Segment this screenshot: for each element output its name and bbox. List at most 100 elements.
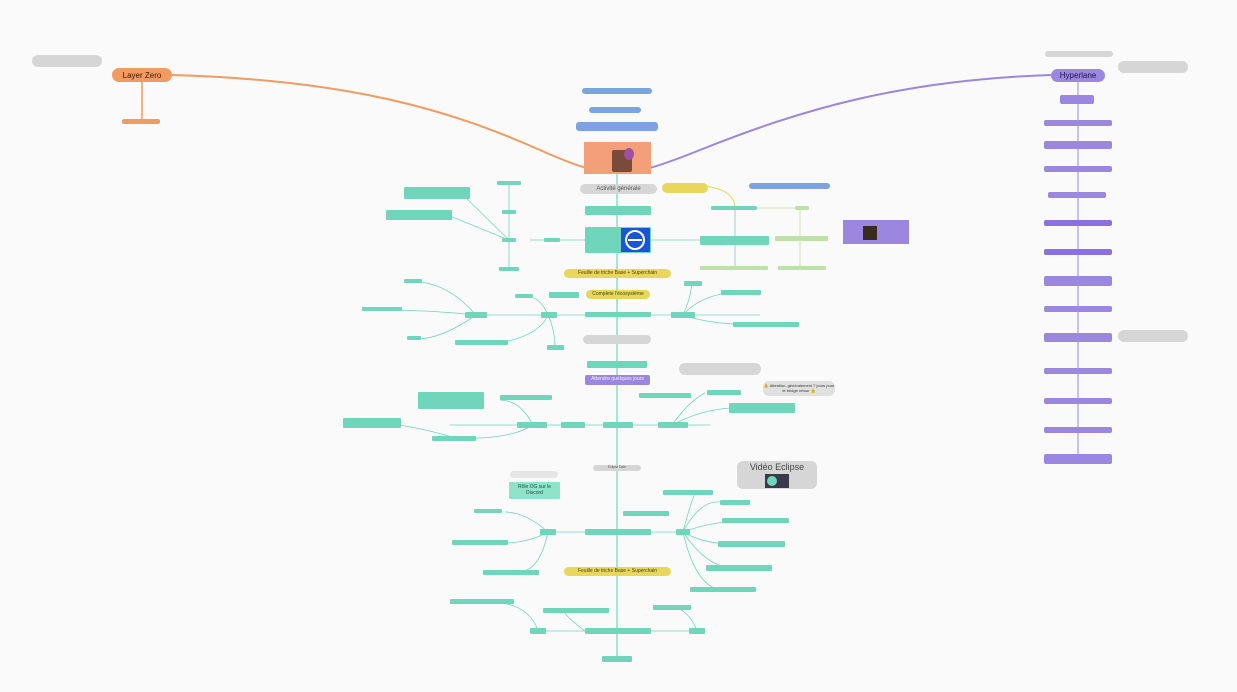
top-blue-2[interactable] bbox=[589, 107, 641, 113]
wait-left-node-1[interactable] bbox=[561, 422, 585, 428]
eclipse-right-a[interactable] bbox=[623, 511, 669, 516]
wait-right-top[interactable] bbox=[639, 393, 691, 398]
eclipse-right-5[interactable] bbox=[690, 587, 756, 592]
eco-mid-3[interactable] bbox=[455, 340, 508, 345]
hyperlane-root[interactable]: Hyperlane bbox=[1051, 69, 1105, 82]
eclipse-left-1[interactable] bbox=[474, 509, 502, 513]
eclipse-logo bbox=[621, 228, 650, 252]
hyperlane-item-5[interactable] bbox=[1048, 192, 1106, 198]
hyperlane-item-6[interactable] bbox=[1044, 220, 1112, 226]
video-thumbnail bbox=[765, 474, 789, 488]
pre-wait-node[interactable] bbox=[587, 361, 647, 368]
hyperlane-item-2[interactable] bbox=[1044, 120, 1112, 126]
wait-right-node[interactable] bbox=[658, 422, 688, 428]
layer-zero-child[interactable] bbox=[122, 119, 160, 124]
eco-mid-2[interactable] bbox=[549, 292, 579, 298]
bottom-end-node[interactable] bbox=[602, 656, 632, 662]
top-image-card bbox=[584, 142, 651, 174]
activity-right-green-1[interactable] bbox=[795, 206, 809, 210]
video-title: Vidéo Eclipse bbox=[749, 462, 805, 472]
eco-right-2[interactable] bbox=[721, 290, 761, 295]
layer-zero-root[interactable]: Layer Zero bbox=[112, 68, 172, 82]
hyperlane-item-1[interactable] bbox=[1060, 95, 1094, 104]
activity-left-hub[interactable] bbox=[502, 238, 516, 242]
wait-left-node-2[interactable] bbox=[517, 422, 547, 428]
activity-left-note-2[interactable] bbox=[386, 210, 452, 220]
activity-right-green-3[interactable] bbox=[700, 266, 768, 270]
eco-center-node[interactable] bbox=[585, 312, 651, 317]
eclipse-right-top[interactable] bbox=[663, 490, 713, 495]
activity-left-connector[interactable] bbox=[544, 238, 560, 242]
complete-eco-node[interactable]: Complete l'écosystème bbox=[586, 290, 650, 299]
activity-right-yellow[interactable] bbox=[662, 183, 708, 193]
eco-mid-1[interactable] bbox=[515, 294, 533, 298]
bottom-left-1[interactable] bbox=[450, 599, 514, 604]
eco-left-3[interactable] bbox=[407, 336, 421, 340]
logo-icon bbox=[767, 476, 777, 486]
eco-right-3[interactable] bbox=[733, 322, 799, 327]
top-blue-3[interactable] bbox=[576, 122, 658, 131]
activity-right-green-4[interactable] bbox=[778, 266, 826, 270]
og-note bbox=[510, 471, 558, 478]
hyperlane-item-12[interactable] bbox=[1044, 398, 1112, 404]
bottom-left-hub[interactable] bbox=[530, 628, 546, 634]
activity-right-node-1[interactable] bbox=[711, 206, 757, 210]
wait-center-node[interactable] bbox=[603, 422, 633, 428]
eclipse-center-node[interactable] bbox=[585, 529, 651, 535]
og-role-node[interactable]: Rôle OG sur le Discord bbox=[509, 482, 560, 499]
eclipse-right-hub[interactable] bbox=[676, 529, 690, 535]
wait-left-bottom[interactable] bbox=[432, 436, 476, 441]
sheet-base-node[interactable]: Feuille de triche Base + Superchain bbox=[564, 269, 671, 278]
portrait-thumbnail bbox=[863, 226, 877, 240]
activity-child-1[interactable] bbox=[585, 206, 651, 215]
hyperlane-item-10[interactable] bbox=[1044, 333, 1112, 342]
eclipse-right-3[interactable] bbox=[718, 541, 785, 547]
eco-mid-4[interactable] bbox=[547, 345, 564, 350]
eclipse-right-2[interactable] bbox=[722, 518, 789, 523]
bottom-left-2[interactable] bbox=[543, 608, 609, 613]
hyperlane-item-14[interactable] bbox=[1044, 454, 1112, 464]
hyperlane-item-13[interactable] bbox=[1044, 427, 1112, 433]
bottom-center-node[interactable] bbox=[585, 628, 651, 634]
hyperlane-item-9[interactable] bbox=[1044, 306, 1112, 312]
activity-right-node-2[interactable] bbox=[700, 236, 769, 245]
hyperlane-note bbox=[1118, 61, 1188, 73]
activity-right-green-2[interactable] bbox=[775, 236, 828, 241]
warning-note: ⚠️ Attention, généralement 7 jours pour … bbox=[763, 381, 835, 396]
activity-left-note-1[interactable] bbox=[404, 187, 470, 199]
hyperlane-item-4[interactable] bbox=[1044, 166, 1112, 172]
hyperlane-item-11[interactable] bbox=[1044, 368, 1112, 374]
activity-left-mid[interactable] bbox=[502, 210, 516, 214]
eclipse-left-3[interactable] bbox=[483, 570, 539, 575]
hyperlane-side-note bbox=[1118, 330, 1188, 342]
eco-left-hub[interactable] bbox=[465, 312, 487, 318]
hyperlane-item-8[interactable] bbox=[1044, 276, 1112, 286]
eco-right-1[interactable] bbox=[684, 281, 702, 286]
hyperlane-item-7[interactable] bbox=[1044, 249, 1112, 255]
wait-left-top[interactable] bbox=[500, 395, 552, 400]
bottom-right-1[interactable] bbox=[653, 605, 691, 610]
top-blue-1[interactable] bbox=[582, 88, 652, 94]
activity-left-bottom[interactable] bbox=[499, 267, 519, 271]
eclipse-right-4[interactable] bbox=[706, 565, 772, 571]
activity-right-blue[interactable] bbox=[749, 183, 830, 189]
eco-right-hub[interactable] bbox=[671, 312, 695, 318]
wait-node[interactable]: Attendre quelques jours bbox=[585, 375, 650, 385]
eco-left-2[interactable] bbox=[362, 307, 402, 311]
eclipse-left-hub[interactable] bbox=[540, 529, 556, 535]
eco-left-1[interactable] bbox=[404, 279, 422, 283]
wait-far-left[interactable] bbox=[343, 418, 401, 428]
eclipse-right-1[interactable] bbox=[720, 500, 750, 505]
sheet-base-node-2[interactable]: Feuille de triche Base + Superchain bbox=[564, 567, 671, 576]
eclipse-date-node[interactable]: Eclipse Date bbox=[593, 465, 641, 471]
wait-right-1[interactable] bbox=[707, 390, 741, 395]
wait-left-big[interactable] bbox=[418, 392, 484, 409]
wait-right-2[interactable] bbox=[729, 403, 795, 413]
hyperlane-item-3[interactable] bbox=[1044, 141, 1112, 149]
activity-left-top[interactable] bbox=[497, 181, 521, 185]
activity-node[interactable]: Activité générale bbox=[580, 184, 657, 194]
eco-mid-hub[interactable] bbox=[541, 312, 557, 318]
eclipse-left-2[interactable] bbox=[452, 540, 508, 545]
bottom-right-hub[interactable] bbox=[689, 628, 705, 634]
